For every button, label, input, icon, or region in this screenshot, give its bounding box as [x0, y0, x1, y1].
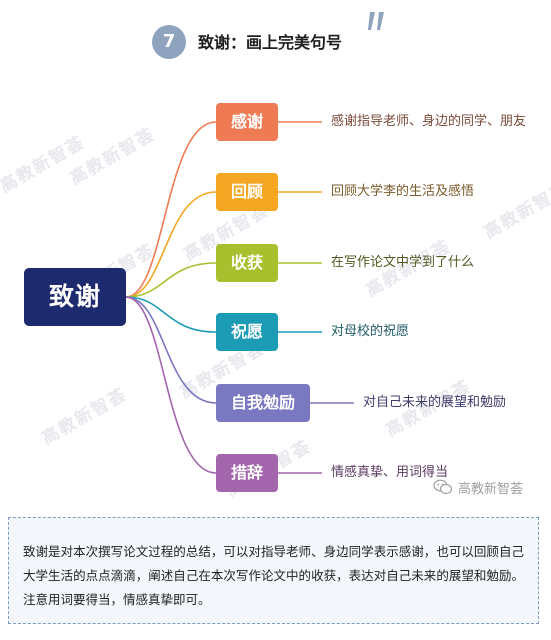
branch-desc-wording: 情感真挚、用词得当 — [331, 465, 449, 480]
branch-node-wishes: 祝愿 — [216, 313, 278, 351]
branch-desc-self-encouragement: 对自己未来的展望和勉励 — [363, 395, 507, 410]
branch-desc-thanks: 感谢指导老师、身边的同学、朋友 — [331, 114, 527, 129]
section-number-badge: 7 — [152, 25, 186, 59]
branch-node-thanks: 感谢 — [216, 103, 278, 141]
branch-desc-review: 回顾大学李的生活及感悟 — [331, 184, 475, 199]
source-name: 高教新智荟 — [458, 481, 524, 497]
source-mark: 高教新智荟 — [433, 478, 524, 497]
header: 7 致谢：画上完美句号 — [0, 0, 551, 80]
branch-desc-wishes: 对母校的祝愿 — [331, 324, 410, 339]
branch-node-wording: 措辞 — [216, 454, 278, 492]
branch-node-self-encouragement: 自我勉励 — [216, 384, 310, 422]
root-node: 致谢 — [24, 268, 126, 326]
summary-text: 致谢是对本次撰写论文过程的总结，可以对指导老师、身边同学表示感谢，也可以回顾自己… — [23, 544, 524, 607]
summary-note: 致谢是对本次撰写论文过程的总结，可以对指导老师、身边同学表示感谢，也可以回顾自己… — [8, 517, 539, 624]
branch-desc-gains: 在写作论文中学到了什么 — [331, 255, 475, 270]
wechat-icon — [433, 479, 453, 495]
branch-node-gains: 收获 — [216, 244, 278, 282]
branch-node-review: 回顾 — [216, 173, 278, 211]
page-title: 致谢：画上完美句号 — [198, 33, 343, 52]
quote-mark-icon — [368, 12, 384, 30]
